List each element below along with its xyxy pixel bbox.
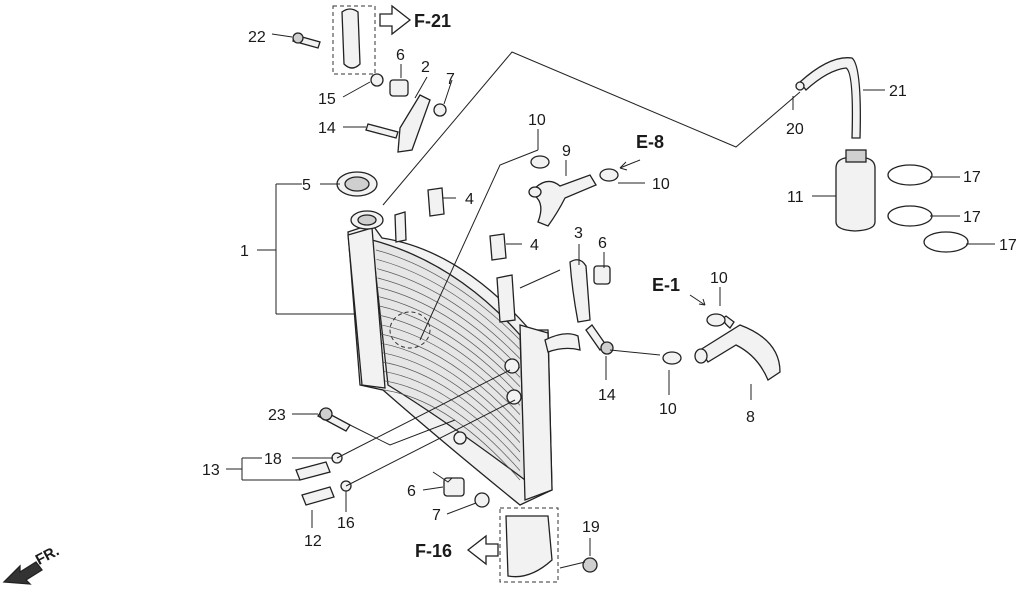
radiator-fin-line [380,324,521,415]
radiator-fin-line [378,296,521,387]
clips [427,187,507,261]
radiator-fin-line [379,305,521,397]
clamp-rings [887,164,969,253]
reference-f16: F-16 [415,541,452,561]
callout-6: 6 [396,47,405,64]
callout-13: 13 [202,462,220,479]
callout-10-mid: 10 [710,270,728,287]
right-mount-parts [569,259,614,355]
radiator-core [347,211,581,506]
callout-11: 11 [787,189,804,206]
radiator-fin-line [383,389,521,481]
callout-10-upper-right: 10 [652,176,670,193]
callout-17-a: 17 [963,169,981,186]
reference-e1: E-1 [652,275,680,295]
callout-15: 15 [318,91,336,108]
front-direction-arrow [2,561,43,585]
callout-14: 14 [318,120,336,137]
reference-f21: F-21 [414,11,451,31]
reservoir-tank [795,57,876,232]
callout-17-c: 17 [999,237,1017,254]
radiator-fins [375,249,521,481]
upper-mount-parts [292,5,447,153]
reference-e8: E-8 [636,132,664,152]
callout-23: 23 [268,407,286,424]
callout-7: 7 [446,71,455,88]
callout-10-lower: 10 [659,401,677,418]
callout-6-lower: 6 [407,483,416,500]
radiator-fin-line [378,286,521,378]
callout-21: 21 [889,83,907,100]
callout-1: 1 [240,243,249,260]
callout-12: 12 [304,533,322,550]
callout-labels: 22 6 2 7 15 14 5 1 4 4 3 6 10 9 10 10 14… [33,11,1017,569]
radiator-fin-line [381,352,521,443]
callout-4-lower: 4 [530,237,539,254]
callout-19: 19 [582,519,600,536]
callout-7-lower: 7 [432,507,441,524]
upper-hose [528,155,619,227]
callout-20: 20 [786,121,804,138]
radiator-fin-line [375,249,521,341]
callout-4-upper: 4 [465,191,474,208]
radiator-fin-line [381,342,521,434]
callout-18: 18 [264,451,282,468]
callout-6-right: 6 [598,235,607,252]
radiator-fin-line [383,380,521,471]
callout-3: 3 [574,225,583,242]
callout-5: 5 [302,177,311,194]
radiator-fin-line [376,268,521,359]
callout-9: 9 [562,143,571,160]
radiator-fin-line [382,361,521,453]
reference-arrows [379,4,706,566]
callout-22: 22 [248,29,266,46]
radiator-fin-line [376,258,521,350]
callout-14-right: 14 [598,387,616,404]
lower-parts [295,407,598,583]
lower-hose [662,313,781,381]
leader-lines [226,33,995,569]
radiator-fin-line [382,370,521,462]
radiator-cap [336,171,384,230]
callout-8: 8 [746,409,755,426]
radiator-fin-line [377,277,521,369]
callout-16: 16 [337,515,355,532]
callout-10-upper-left: 10 [528,112,546,129]
callout-17-b: 17 [963,209,981,226]
radiator-fin-line [379,314,521,406]
callout-2: 2 [421,59,430,76]
radiator-fin-line [380,333,521,425]
